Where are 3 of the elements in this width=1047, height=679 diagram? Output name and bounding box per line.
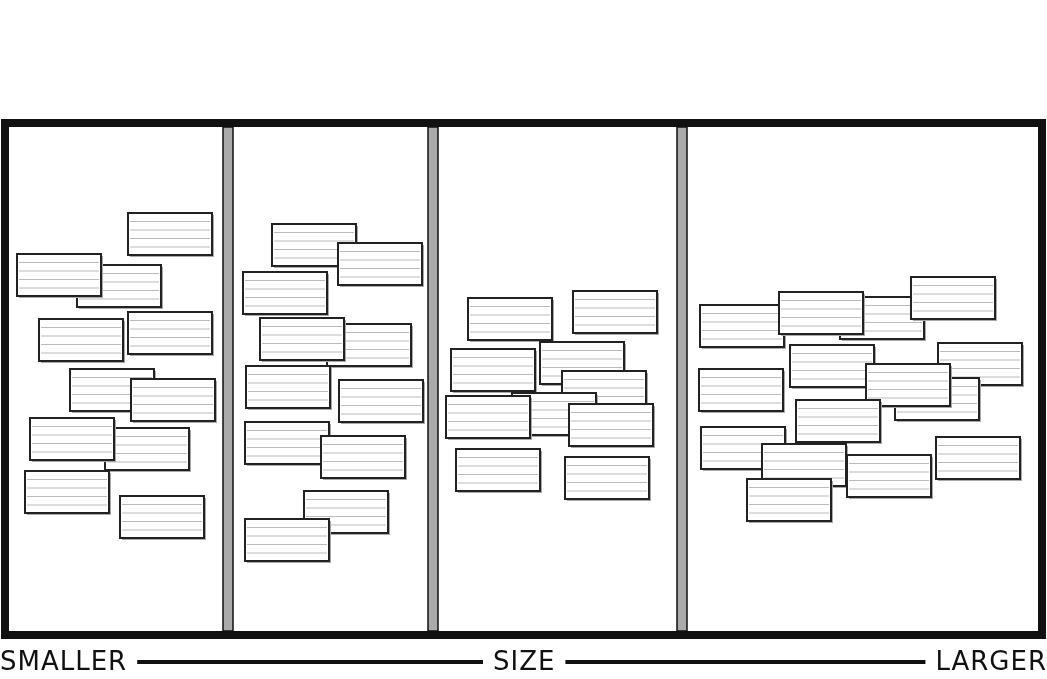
axis-label: SMALLER (0, 646, 128, 676)
axis-label: SIZE (493, 646, 556, 676)
axis-label: LARGER (935, 646, 1047, 676)
